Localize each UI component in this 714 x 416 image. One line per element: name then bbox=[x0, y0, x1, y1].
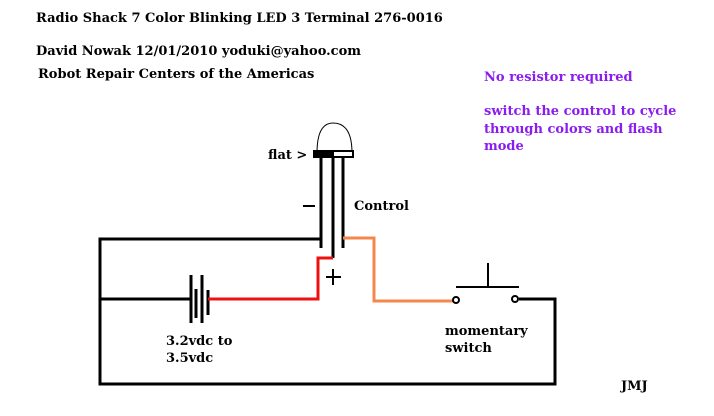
switch-label-2: switch bbox=[445, 341, 492, 356]
note-line-3: through colors and flash bbox=[484, 122, 663, 137]
switch-contact bbox=[452, 296, 460, 304]
control-label: Control bbox=[354, 199, 409, 214]
note-line-4: mode bbox=[484, 139, 524, 154]
flat-label: flat > bbox=[268, 148, 308, 163]
author-line: David Nowak 12/01/2010 yoduki@yahoo.com bbox=[36, 44, 362, 59]
switch-contact bbox=[511, 295, 519, 303]
control-wire bbox=[343, 236, 454, 303]
led-dome bbox=[316, 122, 353, 154]
signature: JMJ bbox=[621, 379, 648, 394]
note-no-resistor: No resistor required bbox=[484, 70, 633, 85]
switch-label-1: momentary bbox=[445, 324, 528, 339]
title: Radio Shack 7 Color Blinking LED 3 Termi… bbox=[36, 11, 443, 26]
positive-wire bbox=[208, 256, 333, 301]
note-line-2: switch the control to cycle bbox=[484, 104, 677, 119]
battery-label-1: 3.2vdc to bbox=[166, 334, 233, 349]
negative-wire bbox=[98, 237, 557, 386]
led-flat-edge bbox=[314, 151, 334, 157]
organization: Robot Repair Centers of the Americas bbox=[38, 67, 315, 82]
battery-label-2: 3.5vdc bbox=[166, 351, 214, 366]
